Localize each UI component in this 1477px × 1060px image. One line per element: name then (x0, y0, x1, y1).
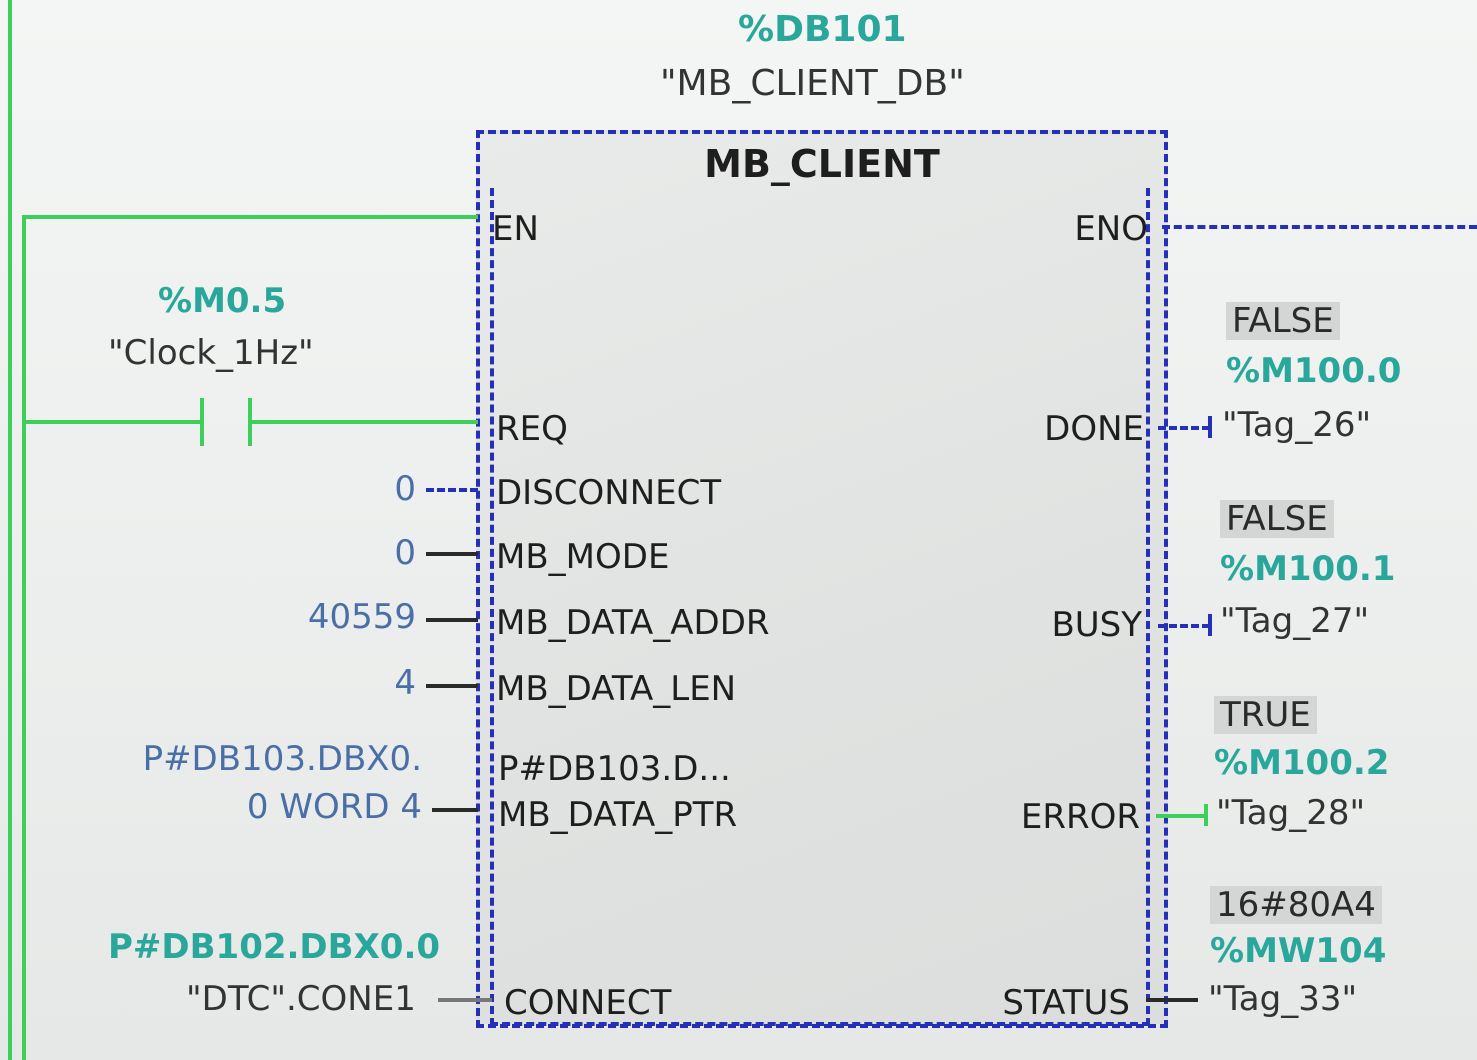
connect-symbol[interactable]: "DTC".CONE1 (186, 979, 416, 1019)
left-power-rail (8, 0, 12, 1060)
error-symbol[interactable]: "Tag_28" (1216, 793, 1366, 833)
mb-data-ptr-value-line2[interactable]: 0 WORD 4 (246, 787, 422, 827)
status-wire (1146, 998, 1198, 1002)
mb-data-addr-wire (426, 618, 478, 622)
function-block-title: MB_CLIENT (704, 142, 940, 186)
req-contact-symbol[interactable]: "Clock_1Hz" (108, 333, 314, 373)
busy-wire-end (1208, 614, 1212, 636)
pin-mb-data-ptr: MB_DATA_PTR (498, 795, 738, 835)
connect-address: P#DB102.DBX0.0 (108, 927, 441, 967)
req-wire-right (250, 420, 478, 424)
pin-busy: BUSY (1051, 605, 1142, 645)
error-monitor-value: TRUE (1214, 696, 1317, 734)
status-monitor-value: 16#80A4 (1210, 886, 1382, 924)
pin-en: EN (492, 209, 539, 249)
busy-wire (1158, 624, 1210, 628)
done-wire-end (1208, 416, 1212, 438)
pin-disconnect: DISCONNECT (496, 473, 722, 513)
done-monitor-value: FALSE (1226, 302, 1340, 340)
en-wire (22, 215, 478, 219)
error-address: %M100.2 (1214, 743, 1390, 783)
req-contact-address: %M0.5 (158, 281, 287, 321)
eno-wire (1162, 225, 1477, 229)
pin-req: REQ (496, 409, 568, 449)
mb-data-ptr-wire (432, 808, 478, 812)
mb-data-len-value[interactable]: 4 (394, 663, 416, 703)
req-wire-left (22, 420, 202, 424)
instance-db-address: %DB101 (738, 9, 907, 50)
pin-eno: ENO (1074, 209, 1148, 249)
function-block-inner-frame (490, 188, 1150, 1026)
pin-mb-data-addr: MB_DATA_ADDR (496, 603, 770, 643)
mb-data-addr-value[interactable]: 40559 (307, 597, 416, 637)
pin-error: ERROR (1020, 797, 1140, 837)
done-address: %M100.0 (1226, 351, 1402, 391)
mb-data-ptr-preview: P#DB103.D... (498, 749, 731, 789)
pin-mb-data-len: MB_DATA_LEN (496, 669, 737, 709)
done-wire (1158, 426, 1210, 430)
mb-data-ptr-value-line1[interactable]: P#DB103.DBX0. (142, 739, 422, 779)
function-block[interactable] (476, 130, 1168, 1028)
error-wire (1156, 814, 1208, 818)
mb-mode-wire (426, 552, 478, 556)
pin-done: DONE (1044, 409, 1144, 449)
mb-data-len-wire (426, 684, 478, 688)
power-rail-branch (22, 215, 26, 1060)
busy-symbol[interactable]: "Tag_27" (1220, 601, 1370, 641)
error-wire-end (1204, 804, 1208, 826)
status-symbol[interactable]: "Tag_33" (1208, 979, 1358, 1019)
busy-address: %M100.1 (1220, 549, 1396, 589)
busy-monitor-value: FALSE (1220, 500, 1334, 538)
instance-db-name[interactable]: "MB_CLIENT_DB" (660, 63, 965, 104)
pin-status: STATUS (1002, 983, 1130, 1023)
connect-wire (438, 998, 492, 1002)
pin-connect: CONNECT (504, 983, 672, 1023)
disconnect-value[interactable]: 0 (394, 469, 416, 509)
disconnect-wire (426, 488, 478, 492)
done-symbol[interactable]: "Tag_26" (1222, 405, 1372, 445)
mb-mode-value[interactable]: 0 (394, 533, 416, 573)
contact-left-bar[interactable] (200, 398, 204, 446)
status-address: %MW104 (1210, 931, 1387, 971)
pin-mb-mode: MB_MODE (496, 537, 670, 577)
